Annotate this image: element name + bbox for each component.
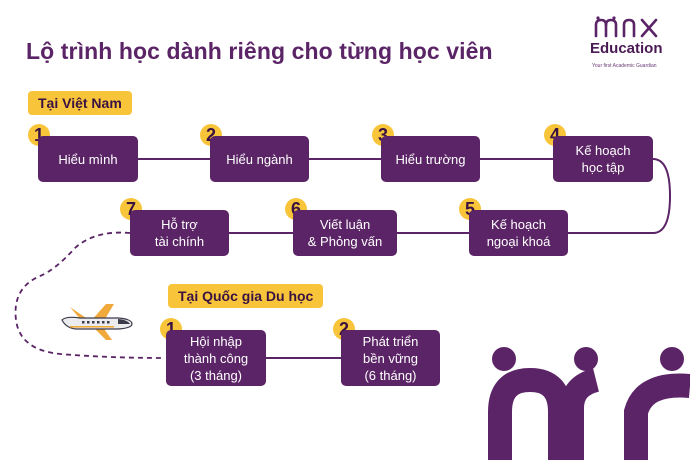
step-hieu-nganh: Hiểu ngành: [210, 136, 309, 182]
airplane-icon: [61, 304, 133, 340]
step-hieu-minh: Hiểu mình: [38, 136, 138, 182]
flight-dashed-path: [14, 231, 166, 359]
step-hieu-truong: Hiểu trường: [381, 136, 480, 182]
section-label-vietnam: Tại Việt Nam: [28, 91, 132, 115]
page-title: Lộ trình học dành riêng cho từng học viê…: [26, 38, 493, 64]
max-brand-mark-large-icon: [488, 347, 690, 460]
step-ho-tro-tai-chinh: Hỗ trợ tài chính: [130, 210, 229, 256]
step-ke-hoach-ngoai-khoa: Kế hoạch ngoại khoá: [469, 210, 568, 256]
step-phat-trien-ben-vung: Phát triển bền vững (6 tháng): [341, 330, 440, 386]
logo-tagline: Your first Academic Guardian: [592, 63, 657, 69]
step-ke-hoach-hoc-tap: Kế hoạch học tập: [553, 136, 653, 182]
step-hoi-nhap-thanh-cong: Hội nhập thành công (3 tháng): [166, 330, 266, 386]
logo-wordmark: Education: [590, 40, 663, 57]
logo: Education Your first Academic Guardian: [590, 16, 682, 80]
connector-4-5: [568, 158, 672, 234]
section-label-abroad: Tại Quốc gia Du học: [168, 284, 324, 308]
max-logo-mark-icon: [594, 16, 658, 38]
step-viet-luan-phong-van: Viết luận & Phỏng vấn: [293, 210, 397, 256]
